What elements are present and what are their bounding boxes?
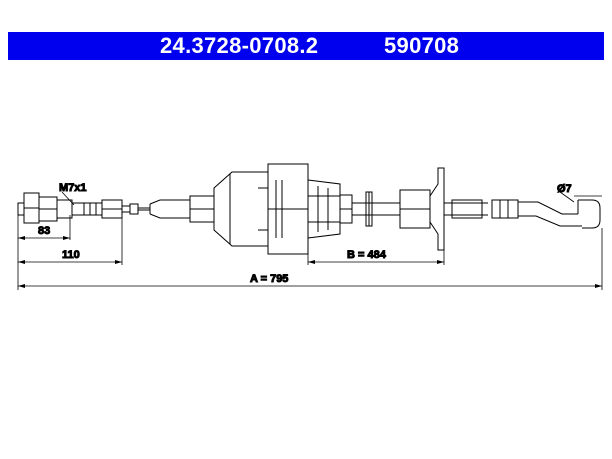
part-number: 24.3728-0708.2 [160, 33, 319, 58]
right-flange [399, 167, 488, 251]
article-code: 590708 [384, 33, 460, 58]
dimension-lines [17, 191, 603, 290]
left-threaded-end [17, 192, 123, 224]
dimension-b: B = 484 [347, 249, 387, 261]
dimension-a: A = 795 [250, 273, 288, 285]
diameter-label: Ø7 [557, 183, 572, 195]
dimension-110: 110 [62, 249, 80, 261]
central-adjuster [189, 163, 353, 255]
dimension-arrowheads [18, 236, 602, 288]
dimension-83: 83 [38, 225, 50, 237]
middle-tube [352, 191, 400, 227]
cable-inner-left [122, 199, 191, 219]
title-bar: 24.3728-0708.2 590708 [8, 32, 604, 60]
thread-label: M7x1 [59, 182, 87, 194]
right-bent-end [491, 199, 601, 229]
